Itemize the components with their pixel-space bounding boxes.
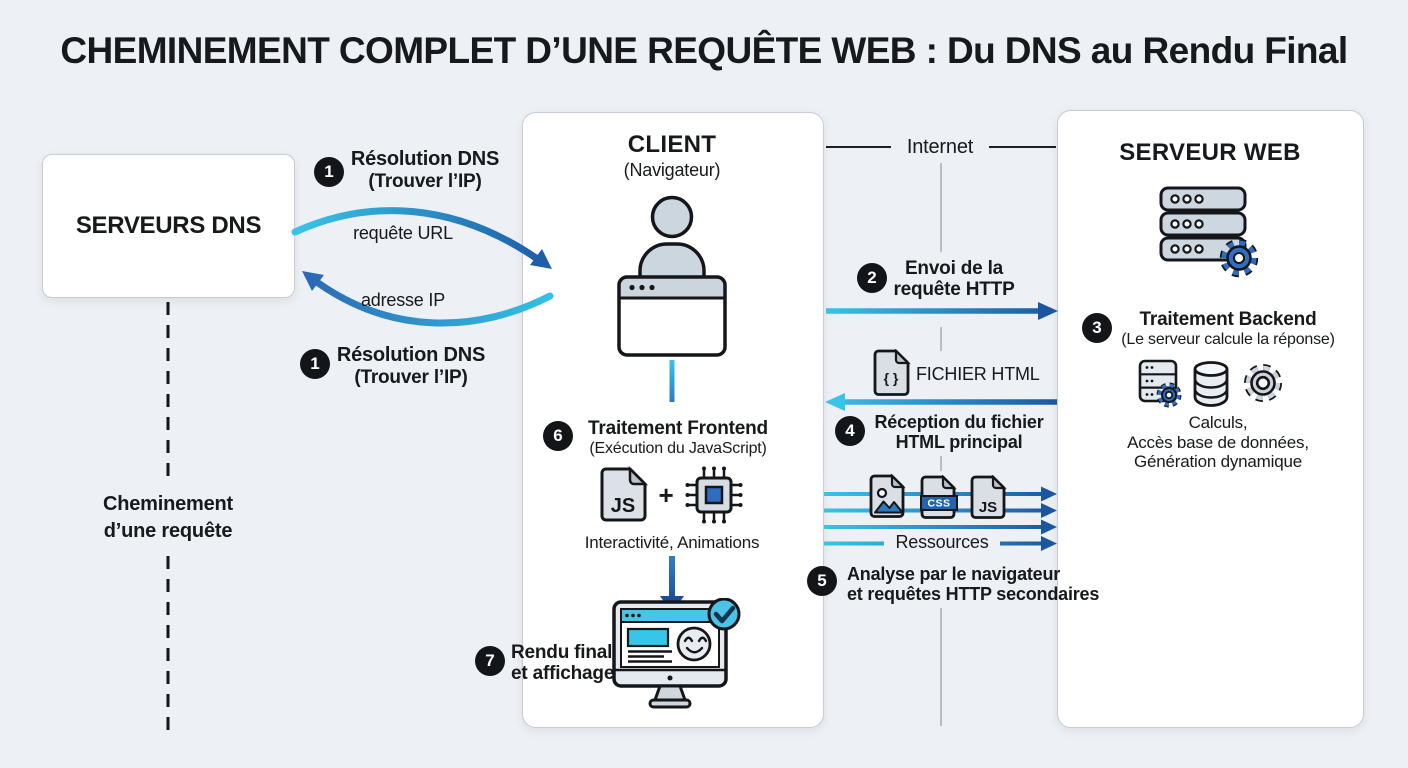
backend-caption: Calculs, Accès base de données, Générati… [1108, 413, 1328, 472]
dns-box-label: SERVEURS DNS [75, 212, 262, 239]
step-7-line2: et affichage [511, 663, 615, 684]
step-3-line2: (Le serveur calcule la réponse) [1121, 330, 1335, 348]
step-7-badge: 7 [475, 646, 505, 676]
step-2-line2: requête HTTP [893, 279, 1015, 300]
backend-caption-line2: Accès base de données, [1127, 432, 1309, 452]
resources-label: Ressources [884, 532, 1000, 553]
client-title: CLIENT [627, 131, 717, 158]
client-subtitle: (Navigateur) [623, 160, 721, 180]
internet-label: Internet [906, 136, 974, 158]
step-7-label: Rendu final et affichage [511, 642, 621, 684]
step-2-label: Envoi de la requête HTTP [890, 258, 1018, 300]
step-5-badge: 5 [807, 566, 837, 596]
step-2-line1: Envoi de la [904, 258, 1004, 279]
plus-sign: + [658, 480, 674, 510]
html-response-arrow [825, 393, 1057, 411]
step-6-badge: 6 [543, 421, 573, 451]
js-file-label: JS [611, 495, 635, 517]
step-3-label: Traitement Backend (Le serveur calcule l… [1108, 309, 1348, 349]
step-3-line1: Traitement Backend [1139, 309, 1317, 330]
chip-icon [685, 466, 743, 524]
http-request-arrow [826, 302, 1058, 320]
server-title: SERVEUR WEB [1119, 139, 1301, 166]
database-icon [1193, 361, 1229, 407]
step-1-bottom-badge: 1 [300, 349, 330, 379]
page-title: CHEMINEMENT COMPLET D’UNE REQUÊTE WEB : … [60, 30, 1348, 71]
html-file-label: FICHIER HTML [916, 364, 1040, 384]
step-4-badge: 4 [835, 416, 865, 446]
step-4-line1: Réception du fichier [874, 412, 1044, 432]
step-1-top-badge: 1 [314, 157, 344, 187]
css-file-label: CSS [927, 498, 950, 510]
step-1-top-line2: (Trouver l’IP) [368, 171, 482, 192]
step-4-label: Réception du fichier HTML principal [870, 412, 1048, 452]
server-gear-icon [1219, 238, 1259, 278]
step-2-badge: 2 [857, 263, 887, 293]
js-file-icon: JS [600, 466, 649, 522]
step-6-label: Traitement Frontend (Exécution du JavaSc… [578, 418, 778, 458]
step-5-line2: et requêtes HTTP secondaires [847, 584, 1100, 604]
mini-server-icon [1138, 359, 1182, 408]
js-file-small-label: JS [979, 499, 997, 516]
step-5-line1: Analyse par le navigateur [847, 564, 1061, 584]
check-badge-icon [707, 598, 741, 631]
browser-window-icon [617, 275, 727, 357]
monitor-render-icon [612, 598, 741, 709]
html-file-braces: { } [884, 370, 899, 386]
step-4-line2: HTML principal [895, 432, 1023, 452]
backend-caption-line3: Génération dynamique [1133, 452, 1302, 471]
ip-address-label: adresse IP [360, 290, 446, 310]
dns-request-arrow [291, 207, 552, 270]
step-7-line1: Rendu final [511, 642, 613, 663]
gear-icon [1244, 364, 1282, 402]
step-1-bottom-line2: (Trouver l’IP) [354, 367, 468, 388]
step-6-line1: Traitement Frontend [588, 418, 768, 439]
person-icon [638, 195, 706, 280]
request-url-label: requête URL [353, 223, 453, 243]
step-6-line2: (Exécution du JavaScript) [589, 439, 767, 457]
backend-caption-line1: Calculs, [1188, 413, 1248, 432]
html-file-icon: { } [873, 349, 911, 396]
interactivity-caption: Interactivité, Animations [584, 533, 760, 552]
request-path-line2: d’une requête [103, 520, 233, 542]
request-path-label: Cheminement d’une requête [78, 491, 258, 545]
step-1-top-label: Résolution DNS (Trouver l’IP) [340, 148, 510, 193]
image-file-icon [869, 474, 906, 518]
step-1-bottom-line1: Résolution DNS [336, 344, 486, 366]
server-stack-icon [1159, 186, 1259, 278]
dns-servers-box: SERVEURS DNS [42, 154, 295, 298]
js-file-small-icon: JS [970, 475, 1007, 519]
step-1-top-line1: Résolution DNS [350, 148, 500, 170]
step-3-badge: 3 [1082, 313, 1112, 343]
step-5-label: Analyse par le navigateur et requêtes HT… [847, 564, 1107, 604]
step-1-bottom-label: Résolution DNS (Trouver l’IP) [326, 344, 496, 389]
css-file-icon: CSS [920, 475, 958, 519]
request-path-line1: Cheminement [102, 493, 234, 515]
